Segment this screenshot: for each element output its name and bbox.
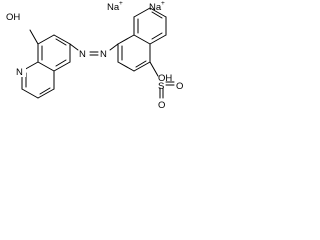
sulfonyl-bond — [149, 61, 159, 77]
hydroxyl-label: OH — [6, 12, 20, 23]
hydroxyl-bond — [29, 29, 39, 45]
naphthalene-lower-ring — [117, 34, 151, 72]
sodium-ion-2: Na + — [149, 0, 165, 13]
azo-nitrogen-2-label: N — [100, 49, 107, 60]
sulfonic-oh-label: OH — [158, 73, 172, 84]
nitrogen-mask — [14, 66, 26, 77]
sulfonyl-oxygen-2-label: O — [176, 81, 183, 92]
quinoline-pyridine-ring — [21, 61, 55, 99]
molecule-structure-diagram: Na + Na + OH N N N — [6, 0, 183, 111]
sodium-charge: + — [119, 0, 123, 7]
azo-nitrogen-1-label: N — [79, 49, 86, 60]
sulfur-label: S — [158, 81, 164, 92]
sodium-symbol: Na — [149, 2, 162, 13]
sodium-symbol: Na — [107, 2, 120, 13]
sodium-ion-1: Na + — [107, 0, 123, 13]
sodium-charge: + — [161, 0, 165, 7]
naphthalene-upper-ring — [133, 7, 167, 45]
quinoline-phenol-ring — [37, 34, 71, 72]
sulfonyl-oxygen-1-label: O — [158, 100, 165, 111]
quinoline-nitrogen-label: N — [16, 67, 23, 78]
azo-linkage — [69, 43, 119, 56]
